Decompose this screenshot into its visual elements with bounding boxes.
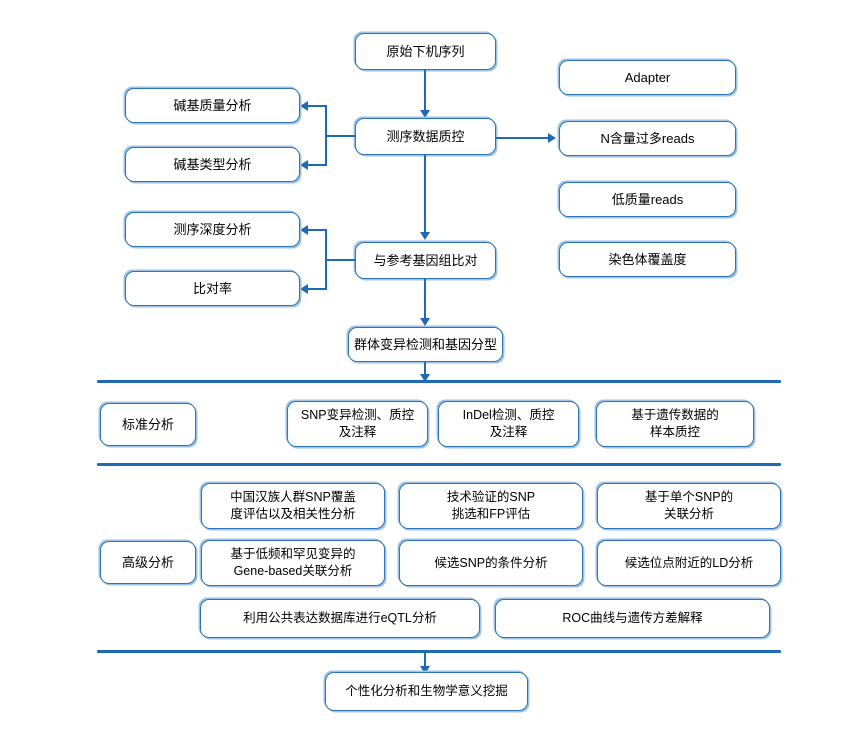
divider-advanced-top xyxy=(97,463,781,466)
connector-leftbus-to-base-quality xyxy=(308,105,327,107)
node-sequencing-qc[interactable]: 测序数据质控 xyxy=(355,118,496,155)
arrowhead-depth-analysis xyxy=(300,225,308,235)
arrowhead-align-rate xyxy=(300,284,308,294)
node-sequencing-depth-analysis[interactable]: 测序深度分析 xyxy=(125,212,300,247)
node-candidate-locus-ld[interactable]: 候选位点附近的LD分析 xyxy=(597,540,781,586)
arrowhead-align-to-variant xyxy=(420,318,430,326)
connector-qc-to-n-reads xyxy=(496,137,550,139)
arrowhead-personalized xyxy=(420,666,430,674)
node-tech-validated-snp-fp[interactable]: 技术验证的SNP 挑选和FP评估 xyxy=(399,483,583,529)
node-adapter[interactable]: Adapter xyxy=(559,60,736,95)
connector-variant-to-standard xyxy=(424,362,426,378)
arrowhead-base-type xyxy=(300,160,308,170)
node-genetic-data-sample-qc[interactable]: 基于遗传数据的 样本质控 xyxy=(596,401,754,447)
node-align-to-reference[interactable]: 与参考基因组比对 xyxy=(355,242,496,279)
arrowhead-qc-to-align xyxy=(420,232,430,240)
node-low-quality-reads[interactable]: 低质量reads xyxy=(559,182,736,217)
node-personalized-analysis[interactable]: 个性化分析和生物学意义挖掘 xyxy=(325,672,528,711)
label-advanced-analysis[interactable]: 高级分析 xyxy=(100,541,196,584)
connector-leftbus2-vertical xyxy=(325,229,327,290)
connector-raw-to-qc xyxy=(424,70,426,113)
node-variant-calling-genotyping[interactable]: 群体变异检测和基因分型 xyxy=(348,327,503,362)
connector-divider-to-personalized xyxy=(424,652,426,670)
divider-standard-top xyxy=(97,380,781,383)
node-public-expression-eqtl[interactable]: 利用公共表达数据库进行eQTL分析 xyxy=(200,599,480,638)
node-gene-based-association[interactable]: 基于低频和罕见变异的 Gene-based关联分析 xyxy=(201,540,385,586)
arrowhead-n-reads xyxy=(548,133,556,143)
label-standard-analysis[interactable]: 标准分析 xyxy=(100,403,196,446)
connector-qc-to-leftbus xyxy=(325,135,356,137)
node-chromosome-coverage[interactable]: 染色体覆盖度 xyxy=(559,242,736,277)
node-raw-sequence[interactable]: 原始下机序列 xyxy=(355,33,496,70)
arrowhead-variant-to-standard xyxy=(420,374,430,382)
node-alignment-rate[interactable]: 比对率 xyxy=(125,271,300,306)
connector-align-to-variant xyxy=(424,279,426,321)
connector-align-to-leftbus xyxy=(325,259,356,261)
node-single-snp-association[interactable]: 基于单个SNP的 关联分析 xyxy=(597,483,781,529)
node-base-type-analysis[interactable]: 碱基类型分析 xyxy=(125,147,300,182)
connector-leftbus-vertical xyxy=(325,105,327,166)
connector-leftbus2-to-rate xyxy=(308,288,327,290)
node-base-quality-analysis[interactable]: 碱基质量分析 xyxy=(125,88,300,123)
arrowhead-raw-to-qc xyxy=(420,110,430,118)
arrowhead-base-quality xyxy=(300,101,308,111)
connector-leftbus-to-base-type xyxy=(308,164,327,166)
node-han-snp-coverage-correlation[interactable]: 中国汉族人群SNP覆盖 度评估以及相关性分析 xyxy=(201,483,385,529)
node-indel-calling-qc-annotation[interactable]: InDel检测、质控 及注释 xyxy=(438,401,579,447)
node-roc-genetic-variance[interactable]: ROC曲线与遗传方差解释 xyxy=(495,599,770,638)
connector-leftbus2-to-depth xyxy=(308,229,327,231)
divider-personalized-top xyxy=(97,650,781,653)
node-snp-calling-qc-annotation[interactable]: SNP变异检测、质控 及注释 xyxy=(287,401,428,447)
connector-qc-to-align xyxy=(424,155,426,236)
node-candidate-snp-conditional[interactable]: 候选SNP的条件分析 xyxy=(399,540,583,586)
node-n-content-reads[interactable]: N含量过多reads xyxy=(559,121,736,156)
